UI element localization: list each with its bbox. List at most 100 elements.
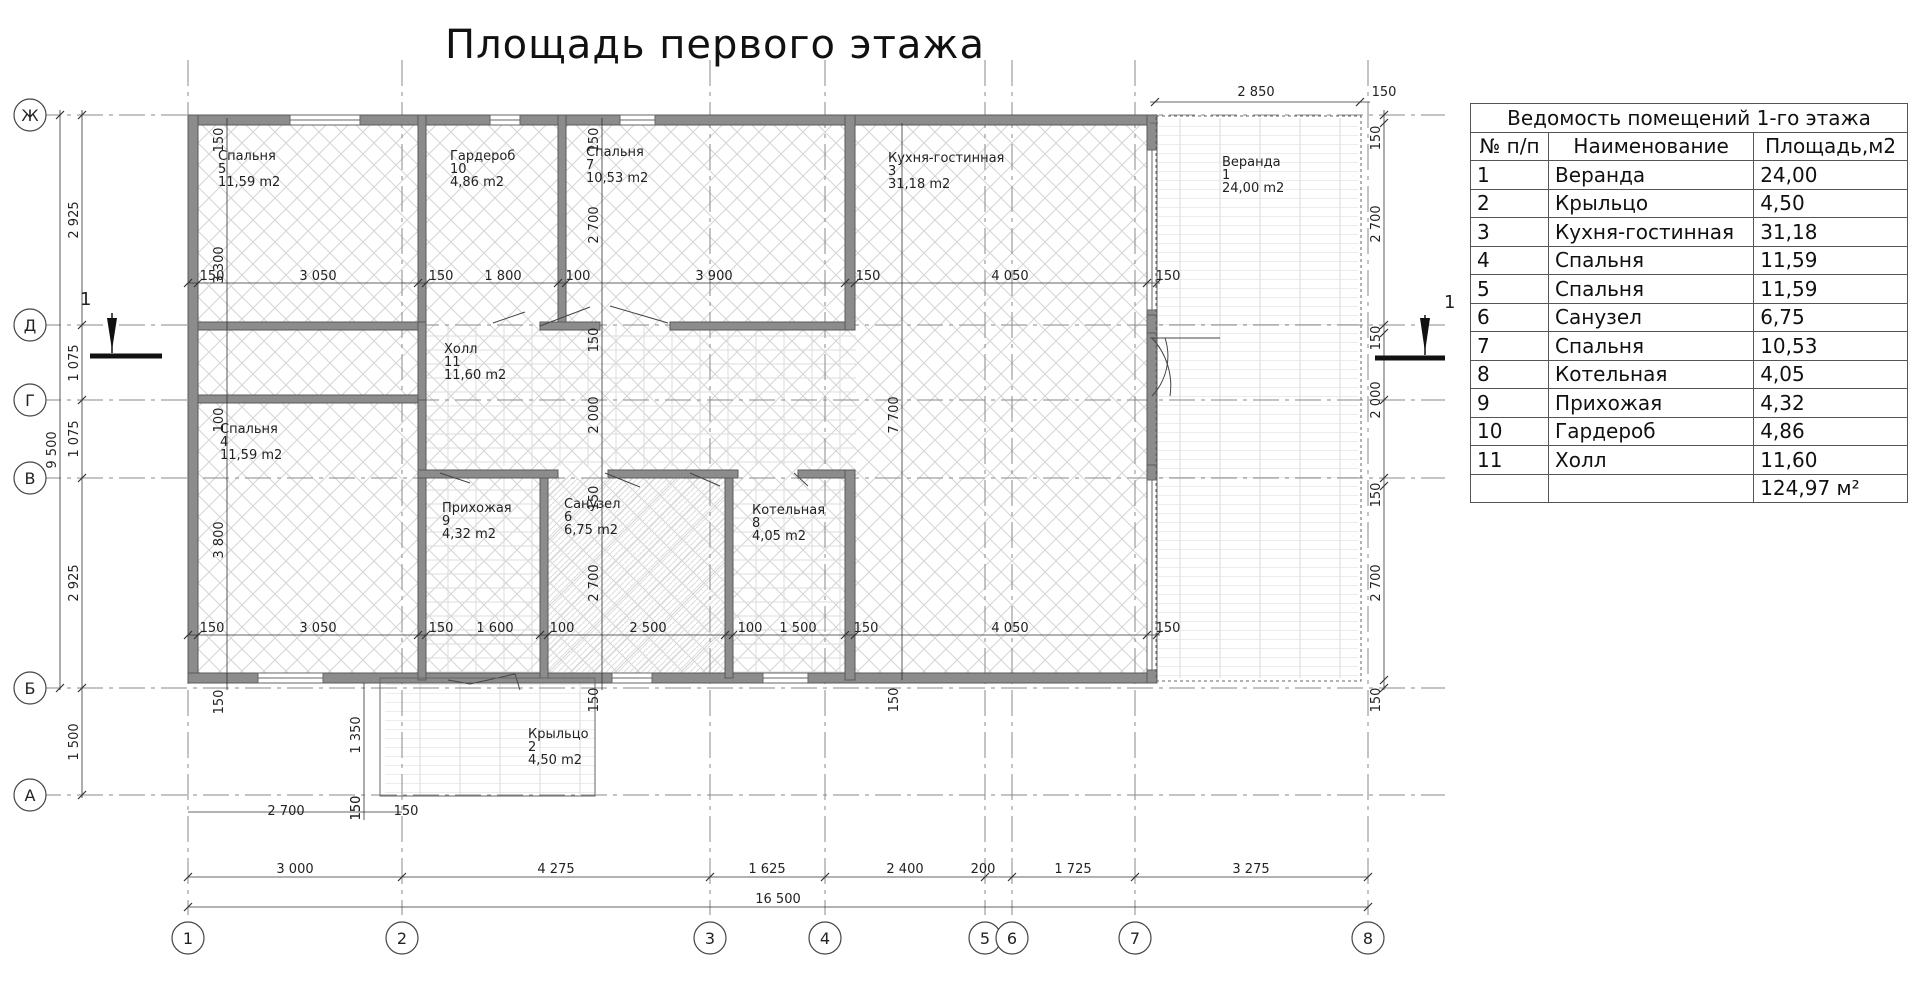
- section-mark-left: 1: [80, 289, 91, 310]
- dimension-value: 150: [1369, 326, 1384, 351]
- axis-bubble: [1351, 921, 1385, 955]
- room-label-num: 8: [752, 516, 760, 531]
- schedule-cell-area: 31,18: [1753, 217, 1908, 247]
- dimension-value: 3 300: [212, 246, 227, 283]
- schedule-cell-number: 9: [1469, 388, 1550, 418]
- room-label-area: 4,50 m2: [528, 753, 582, 768]
- dimension-value: 100: [566, 269, 591, 284]
- axis-number: 2: [397, 929, 407, 948]
- col-number-header: № п/п: [1469, 131, 1550, 161]
- dimension-value: 2 500: [629, 621, 666, 636]
- room-label-area: 4,86 m2: [450, 175, 504, 190]
- schedule-cell-area: 6,75: [1753, 302, 1908, 332]
- axis-bubble: [13, 383, 47, 417]
- room-label-area: 11,59 m2: [220, 448, 282, 463]
- dimension-value: 150: [1369, 688, 1384, 713]
- dimension-value: 150: [587, 328, 602, 353]
- schedule-cell-area: 124,97 м²: [1753, 473, 1908, 503]
- dimension-value: 2 400: [886, 862, 923, 877]
- schedule-cell-number: 10: [1469, 416, 1550, 446]
- dimension-value: 2 925: [67, 564, 82, 601]
- dimension-value: 4 050: [991, 621, 1028, 636]
- room-label-area: 6,75 m2: [564, 523, 618, 538]
- col-area-header: Площадь,м2: [1753, 131, 1908, 161]
- schedule-cell-number: 6: [1469, 302, 1550, 332]
- axis-bubble: [1118, 921, 1152, 955]
- schedule-cell-name: Прихожая: [1548, 388, 1755, 418]
- room-label-num: 3: [888, 164, 896, 179]
- room-label-num: 1: [1222, 168, 1230, 183]
- axis-number: 6: [1007, 929, 1017, 948]
- room-label-name: Спальня: [586, 145, 644, 160]
- dimension-value: 100: [738, 621, 763, 636]
- schedule-cell-number: 7: [1469, 331, 1550, 361]
- axis-number: 7: [1130, 929, 1140, 948]
- axis-letter: В: [25, 469, 36, 488]
- dimension-value: 2 700: [267, 804, 304, 819]
- dimension-value: 3 050: [299, 621, 336, 636]
- drawing-title: Площадь первого этажа: [445, 22, 985, 68]
- dimension-value: 3 050: [299, 269, 336, 284]
- axis-bubble: [13, 461, 47, 495]
- dimension-value: 2 000: [1369, 381, 1384, 418]
- doors: [439, 305, 1220, 691]
- axis-number: 1: [183, 929, 193, 948]
- axis-bubble: [693, 921, 727, 955]
- dimension-value: 150: [394, 804, 419, 819]
- schedule-cell-area: 4,32: [1753, 388, 1908, 418]
- dimension-value: 200: [971, 862, 996, 877]
- schedule-cell-name: Спальня: [1548, 331, 1755, 361]
- dimension-value: 3 900: [695, 269, 732, 284]
- room-label-num: 10: [450, 162, 467, 177]
- axis-number: 8: [1363, 929, 1373, 948]
- room-label-area: 11,59 m2: [218, 175, 280, 190]
- room-label-name: Кухня-гостинная: [888, 151, 1004, 166]
- dimension-value: 100: [212, 408, 227, 433]
- room-label-num: 11: [444, 355, 461, 370]
- axis-bubble: [13, 778, 47, 812]
- dimension-value: 9 500: [45, 431, 60, 468]
- col-name-header: Наименование: [1548, 131, 1755, 161]
- schedule-cell-number: 1: [1469, 160, 1550, 190]
- dimension-value: 2 925: [67, 201, 82, 238]
- dimension-value: 3 275: [1232, 862, 1269, 877]
- dimension-value: 100: [550, 621, 575, 636]
- room-label-name: Котельная: [752, 503, 825, 518]
- room-schedule-table: Ведомость помещений 1-го этажа № п/п Наи…: [1469, 103, 1908, 503]
- dimension-value: 150: [1369, 126, 1384, 151]
- schedule-cell-number: 3: [1469, 217, 1550, 247]
- room-label-area: 11,60 m2: [444, 368, 506, 383]
- room-label-area: 10,53 m2: [586, 171, 648, 186]
- room-label-name: Прихожая: [442, 501, 512, 516]
- room-label-name: Санузел: [564, 497, 620, 512]
- schedule-cell-area: 11,60: [1753, 445, 1908, 475]
- dimension-value: 7 700: [887, 396, 902, 433]
- room-label-name: Веранда: [1222, 155, 1281, 170]
- axis-bubble: [385, 921, 419, 955]
- schedule-cell-name: Крыльцо: [1548, 188, 1755, 218]
- dimension-value: 150: [349, 796, 364, 821]
- room-label-num: 2: [528, 740, 536, 755]
- dimension-value: 1 500: [779, 621, 816, 636]
- schedule-cell-area: 24,00: [1753, 160, 1908, 190]
- axis-letter: Д: [24, 316, 37, 335]
- dimension-value: 150: [1156, 621, 1181, 636]
- axis-letter: Г: [25, 391, 35, 410]
- axis-number: 3: [705, 929, 715, 948]
- axis-bubble: [808, 921, 842, 955]
- axis-number: 5: [980, 929, 990, 948]
- schedule-cell-number: 8: [1469, 359, 1550, 389]
- axis-bubble: [13, 98, 47, 132]
- room-label-num: 4: [220, 435, 228, 450]
- room-label-area: 4,32 m2: [442, 527, 496, 542]
- room-label-name: Гардероб: [450, 149, 515, 164]
- schedule-cell-name: Спальня: [1548, 274, 1755, 304]
